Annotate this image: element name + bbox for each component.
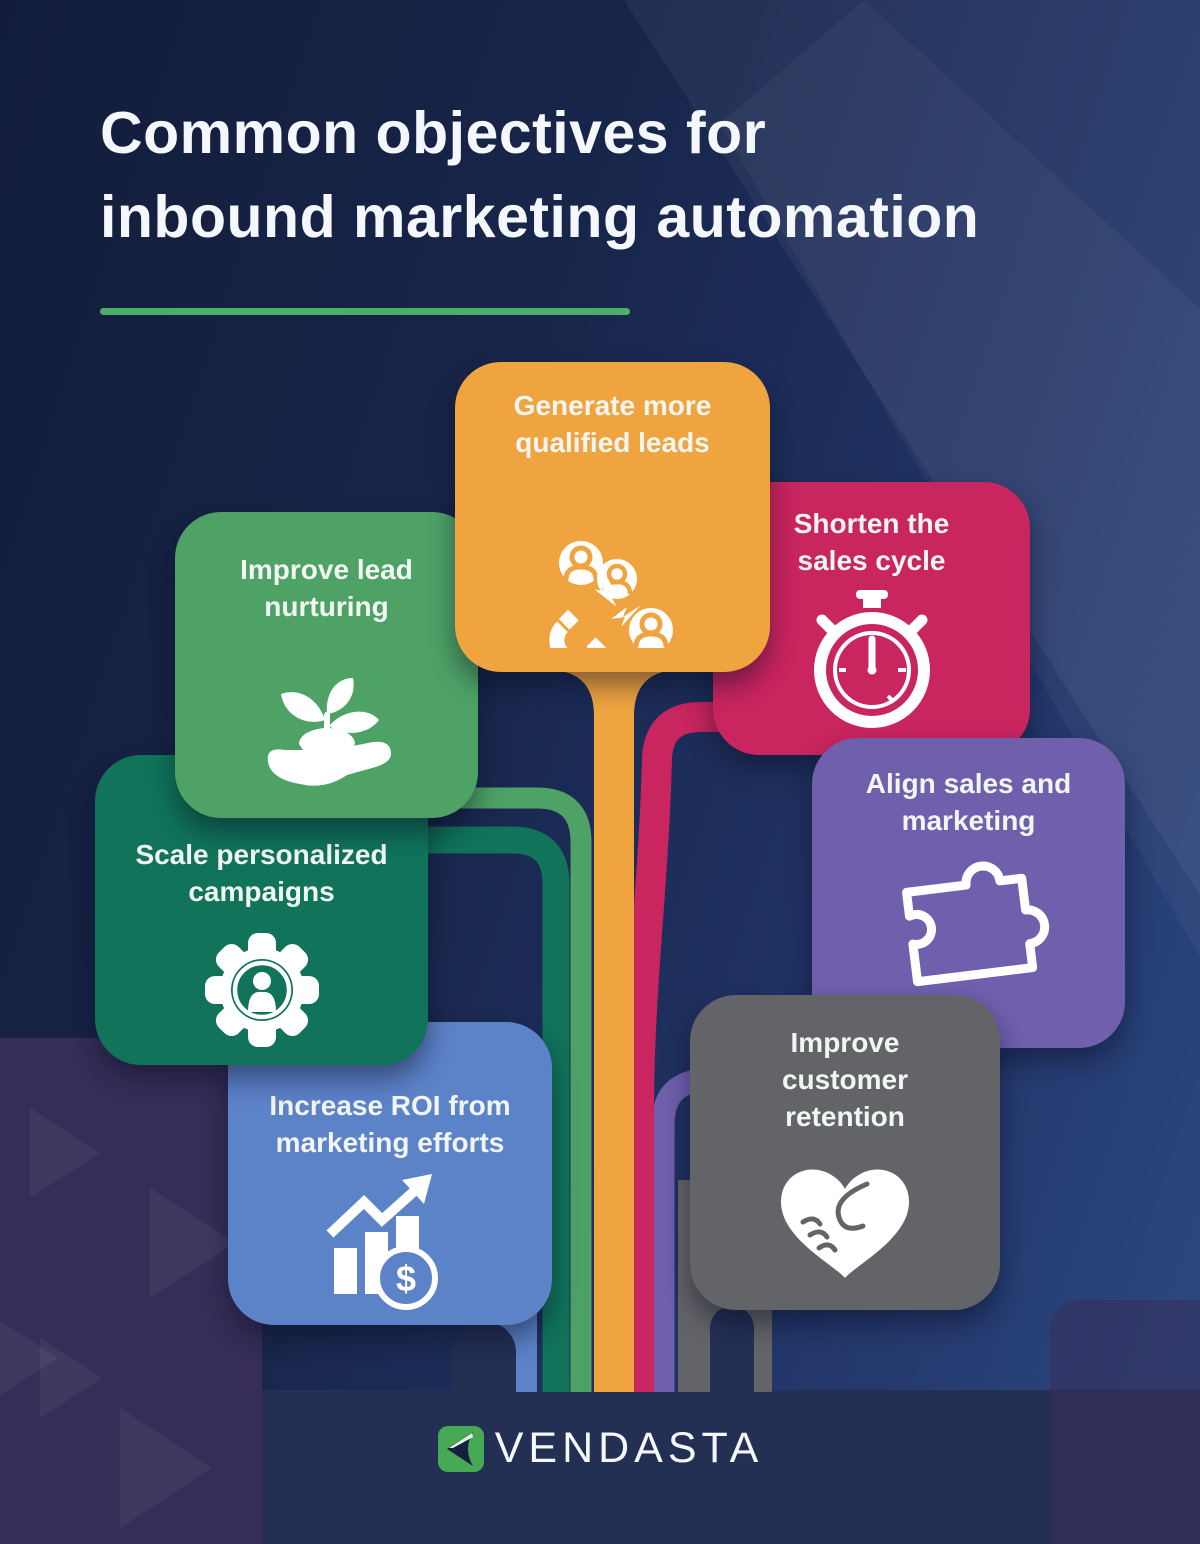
card-generate-leads: Generate more qualified leads bbox=[455, 362, 770, 672]
bg-purple-corner-right bbox=[1050, 1300, 1200, 1544]
page-title-line2: inbound marketing automation bbox=[100, 183, 980, 250]
page-title-line1: Common objectives for bbox=[100, 100, 767, 166]
triangle-pattern-icon bbox=[40, 1338, 102, 1418]
card-title: Scale personalized campaigns bbox=[135, 839, 388, 907]
page-title: Common objectives for inbound marketing … bbox=[100, 92, 979, 260]
triangle-pattern-icon bbox=[0, 1308, 58, 1408]
header: Common objectives for inbound marketing … bbox=[100, 92, 979, 315]
card-improve-retention: Improve customer retention bbox=[690, 995, 1000, 1310]
triangle-pattern-icon bbox=[30, 1108, 100, 1198]
hand-plant-icon bbox=[267, 677, 391, 786]
stopwatch-icon bbox=[813, 589, 930, 728]
vendasta-logo-text: VENDASTA bbox=[494, 1424, 764, 1472]
card-title: Generate more qualified leads bbox=[513, 390, 712, 458]
card-title: Shorten the sales cycle bbox=[793, 508, 950, 576]
chart-dollar-icon: $ bbox=[326, 1173, 438, 1310]
triangle-pattern-icon bbox=[150, 1188, 235, 1298]
card-title: Improve customer retention bbox=[781, 1027, 909, 1132]
magnet-users-icon bbox=[548, 540, 673, 648]
base-bump-right bbox=[710, 1306, 754, 1392]
title-underline bbox=[100, 307, 630, 315]
gear-person-icon bbox=[204, 932, 319, 1047]
puzzle-piece-icon bbox=[901, 861, 1049, 987]
vendasta-logo: VENDASTA bbox=[0, 1424, 1200, 1473]
card-increase-roi: Increase ROI from marketing efforts $ bbox=[228, 1022, 552, 1325]
card-title: Improve lead nurturing bbox=[240, 554, 413, 622]
bg-purple-corner bbox=[0, 1038, 262, 1544]
vendasta-logo-icon bbox=[437, 1425, 484, 1472]
triangle-pattern-icon bbox=[120, 1408, 212, 1528]
card-improve-lead-nurturing: Improve lead nurturing bbox=[175, 512, 478, 818]
handshake-heart-icon bbox=[781, 1169, 909, 1278]
dollar-symbol: $ bbox=[396, 1258, 416, 1299]
card-title: Align sales and marketing bbox=[865, 768, 1072, 836]
base-bump-left bbox=[452, 1322, 516, 1392]
card-title: Increase ROI from marketing efforts bbox=[269, 1090, 511, 1158]
